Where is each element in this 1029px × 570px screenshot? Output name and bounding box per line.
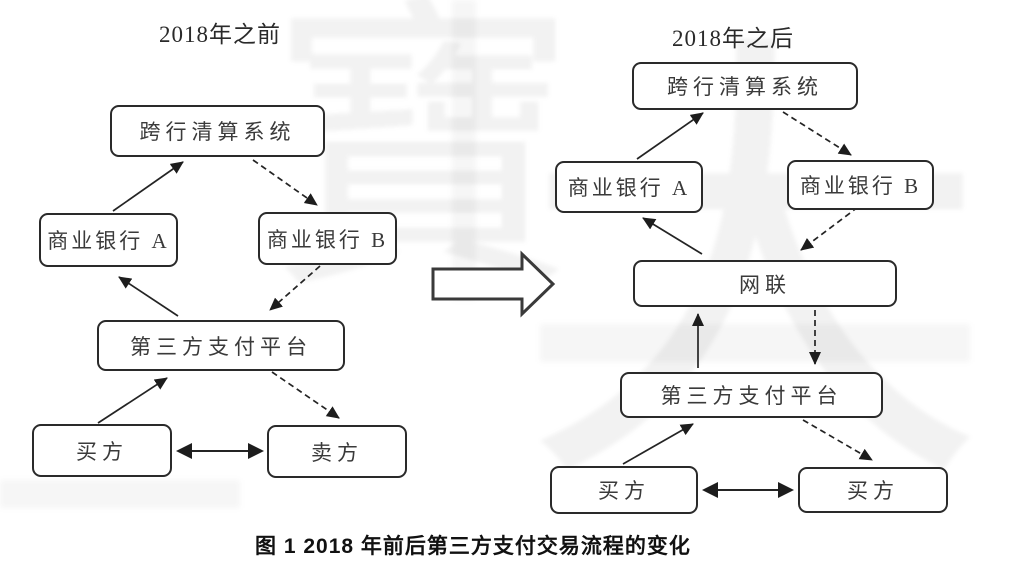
node-right-netsunion: 网联 xyxy=(633,260,897,307)
arrow-r-buyer-to-platform xyxy=(622,423,694,465)
node-right-buyer-right: 买方 xyxy=(798,467,948,513)
arrow-r-banka-to-clearing xyxy=(636,112,704,160)
node-right-bank-a: 商业银行 A xyxy=(555,161,703,213)
arrow-l-banka-to-clearing xyxy=(112,161,184,212)
arrowhead-r-double-left xyxy=(702,482,718,498)
arrowhead-r-double-right xyxy=(778,482,794,498)
arrow-l-platform-to-banka xyxy=(118,276,179,317)
arrowhead-l-double-left xyxy=(176,443,192,459)
node-right-third-party-platform: 第三方支付平台 xyxy=(620,372,883,418)
arrow-r-netsunion-to-banka xyxy=(642,217,703,255)
node-left-third-party-platform: 第三方支付平台 xyxy=(97,320,345,371)
arrow-l-bankb-to-platform-dashed xyxy=(269,265,321,311)
arrow-r-clearing-to-bankb-dashed xyxy=(782,111,852,156)
node-left-seller: 卖方 xyxy=(267,425,407,478)
node-left-bank-b: 商业银行 B xyxy=(258,212,397,265)
left-diagram-title: 2018年之前 xyxy=(159,22,281,47)
arrow-r-platform-to-buyer-dashed xyxy=(802,419,873,461)
big-transition-arrow xyxy=(431,250,556,318)
right-diagram-title: 2018年之后 xyxy=(672,26,794,51)
node-right-bank-b: 商业银行 B xyxy=(787,160,934,210)
node-right-buyer-left: 买方 xyxy=(550,466,698,514)
node-left-buyer: 买方 xyxy=(32,424,172,477)
node-left-bank-a: 商业银行 A xyxy=(39,213,178,267)
arrow-l-platform-to-seller-dashed xyxy=(271,371,340,419)
node-left-clearing-system: 跨行清算系统 xyxy=(110,105,325,157)
arrow-r-bankb-to-netsunion-dashed xyxy=(800,206,859,251)
figure-caption: 图 1 2018 年前后第三方支付交易流程的变化 xyxy=(255,535,691,558)
arrowhead-l-double-right xyxy=(248,443,264,459)
node-right-clearing-system: 跨行清算系统 xyxy=(632,62,858,110)
arrow-l-buyer-to-platform xyxy=(97,377,168,424)
arrow-l-clearing-to-bankb-dashed xyxy=(252,159,318,206)
